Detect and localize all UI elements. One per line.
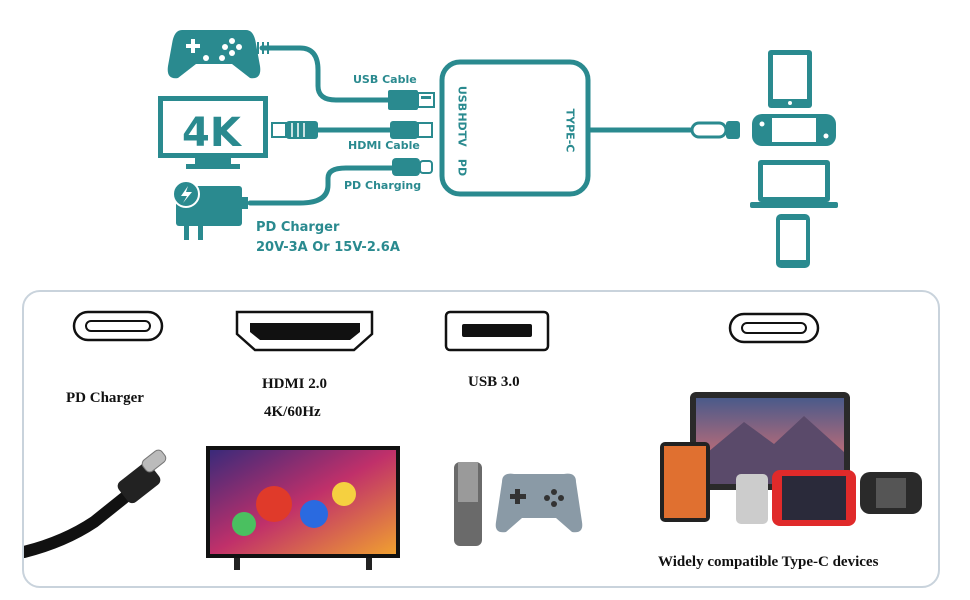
gamepad-icon <box>167 30 261 79</box>
usb-cable-label: USB Cable <box>353 73 417 86</box>
usb-port-icon <box>444 310 550 352</box>
hdmi-plug-left-icon <box>271 121 318 139</box>
port-shapes <box>72 310 820 352</box>
usb-plug-icon <box>388 90 435 110</box>
typec-port-pd-icon <box>72 310 164 342</box>
hub-port-typec-label: TYPE-C <box>563 108 577 153</box>
ports-panel: PD Charger HDMI 2.0 4K/60Hz USB 3.0 Wide… <box>22 290 940 588</box>
usb-cable <box>259 45 391 103</box>
devices-compat-label: Widely compatible Type-C devices <box>658 554 879 570</box>
pd-charging-label: PD Charging <box>344 179 422 192</box>
hdmi-plug-right-icon <box>390 121 433 139</box>
typec-port-devices-icon <box>728 312 820 344</box>
monitor-4k-text: 4K <box>182 110 241 156</box>
tv-image <box>204 444 402 572</box>
charger-label-line1: PD Charger <box>256 220 340 235</box>
handheld-console-icon <box>752 114 836 146</box>
pd-plug-icon <box>392 158 433 176</box>
usb-stick-gamepad-image <box>444 452 594 552</box>
phone-icon <box>776 214 810 268</box>
typec-cable-image <box>24 442 174 562</box>
hub-icon <box>439 59 591 197</box>
hub-port-pd-label: PD <box>455 158 469 177</box>
connection-diagram: 4K USB Cable HDMI Cable PD Charging PD C… <box>0 0 970 290</box>
diagram-graphics <box>158 30 838 268</box>
typec-devices-image <box>654 392 926 532</box>
hdmi-version-label: HDMI 2.0 <box>262 376 327 392</box>
hdmi-port-icon <box>235 310 374 352</box>
pd-cable <box>247 165 395 206</box>
charger-label-line2: 20V-3A Or 15V-2.6A <box>256 240 400 255</box>
pd-charger-label: PD Charger <box>66 390 144 406</box>
hdmi-resolution-label: 4K/60Hz <box>264 404 321 420</box>
tablet-icon <box>768 50 812 108</box>
hub-port-hdtv-label: HDTV <box>455 112 469 147</box>
charger-icon <box>172 180 248 240</box>
typec-plug-icon <box>690 121 740 139</box>
usb-version-label: USB 3.0 <box>468 374 520 390</box>
monitor-icon <box>158 96 268 169</box>
laptop-icon <box>750 160 838 208</box>
hdmi-cable-label: HDMI Cable <box>348 139 420 152</box>
